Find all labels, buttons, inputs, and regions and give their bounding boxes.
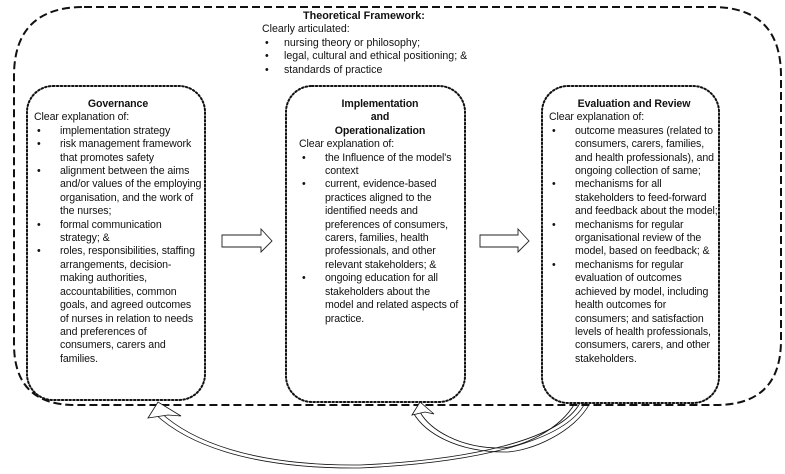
list-item: •risk management framework that promotes… <box>37 138 192 164</box>
list-item: •ongoing education for all stakeholders … <box>302 272 459 325</box>
list-item: •formal communication strategy; & <box>37 218 162 245</box>
bullet-icon: • <box>265 50 269 63</box>
theoretical-framework-list: •nursing theory or philosophy; •legal, c… <box>262 37 522 78</box>
implementation-title-line-1: Implementation <box>341 98 419 110</box>
list-item: •standards of practice <box>265 63 383 76</box>
bullet-icon: • <box>302 151 306 164</box>
bullet-icon: • <box>552 178 556 191</box>
list-item: •alignment between the aims and/or value… <box>37 165 202 218</box>
bullet-icon: • <box>37 218 41 231</box>
governance-box: Governance Clear explanation of: •implem… <box>34 98 202 366</box>
evaluation-intro: Clear explanation of: <box>549 111 645 124</box>
list-item: •current, evidence-based practices align… <box>302 178 448 271</box>
bullet-icon: • <box>37 165 41 178</box>
bullet-icon: • <box>302 272 306 285</box>
list-item: •outcome measures (related to consumers,… <box>552 124 714 178</box>
implementation-box-border <box>285 85 466 403</box>
bullet-icon: • <box>37 245 41 258</box>
bullet-icon: • <box>552 258 556 271</box>
list-item: •legal, cultural and ethical positioning… <box>265 50 468 63</box>
bullet-icon: • <box>37 124 41 137</box>
bullet-icon: • <box>265 36 269 49</box>
list-item: •nursing theory or philosophy; <box>265 36 421 49</box>
feedback-arrow-to-implementation <box>411 401 591 453</box>
list-item: •mechanisms for all stakeholders to feed… <box>552 178 718 218</box>
flow-arrow-2 <box>479 227 530 254</box>
implementation-intro: Clear explanation of: <box>299 138 395 151</box>
theoretical-framework-intro: Clearly articulated: <box>262 23 350 35</box>
theoretical-framework-boundary <box>13 6 782 406</box>
governance-intro: Clear explanation of: <box>34 111 130 124</box>
governance-title: Governance <box>87 98 149 110</box>
list-item: •implementation strategy <box>37 124 171 137</box>
governance-list: •implementation strategy •risk managemen… <box>34 125 202 366</box>
list-item: •mechanisms for regular evaluation of ou… <box>552 258 711 365</box>
implementation-list: •the Influence of the model's context •c… <box>299 152 461 326</box>
evaluation-box: Evaluation and Review Clear explanation … <box>549 98 719 366</box>
list-item: •the Influence of the model's context <box>302 151 452 178</box>
governance-box-border <box>26 85 206 401</box>
list-item: •mechanisms for regular organisational r… <box>552 218 710 258</box>
theoretical-framework-title: Theoretical Framework: <box>303 10 425 22</box>
evaluation-title: Evaluation and Review <box>577 98 691 110</box>
implementation-title-line-2: and <box>370 111 390 124</box>
implementation-title-line-3: Operationalization <box>334 124 426 137</box>
implementation-box: Implementation and Operationalization Cl… <box>299 98 461 326</box>
bullet-icon: • <box>552 218 556 231</box>
bullet-icon: • <box>552 124 556 137</box>
evaluation-box-border <box>541 85 720 404</box>
bullet-icon: • <box>302 178 306 191</box>
list-item: •roles, responsibilities, staffing arran… <box>37 245 195 365</box>
evaluation-list: •outcome measures (related to consumers,… <box>549 125 719 366</box>
bullet-icon: • <box>265 63 269 76</box>
feedback-arrow-to-governance <box>147 401 586 469</box>
flow-arrow-1 <box>221 227 273 254</box>
bullet-icon: • <box>37 138 41 151</box>
theoretical-framework-section: Clearly articulated: •nursing theory or … <box>262 23 522 77</box>
